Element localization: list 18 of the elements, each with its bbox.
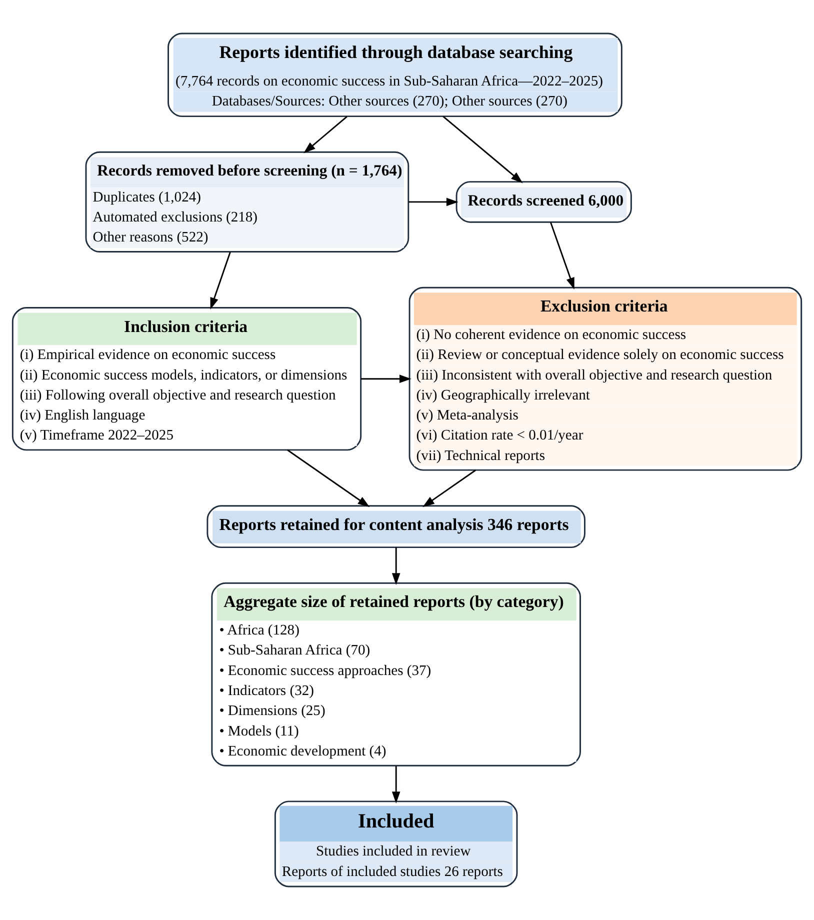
node-box: Records removed before screening (n = 1,764) Duplicates (1,024) Automated exclusions (218) Other reasons (522) [85,151,410,252]
arrow [392,547,400,586]
arrow [287,449,370,508]
node-box: Reports identified through database searching (7,764 records on economic success in Sub-Saharan Africa—2022–2025) Databases/Sources: Other sources (270); Other sources (270) [168,32,622,118]
node-box: Exclusion criteria (i) No coherent evidence on economic success (ii) Review or conceptual evidence solely on economic success (iii) Inconsistent with overall objective and research question (iv) Geographically irrelevant (v) Meta-analysis (vi) Citation rate < 0.01/year (vii) Technical reports [408,286,802,471]
node-box: Records screened 6,000 [456,181,632,223]
arrow [360,374,412,383]
node-box: Reports retained for content analysis 346 reports [206,505,586,548]
arrow [304,116,348,154]
arrow [210,252,231,310]
arrow [408,198,458,206]
node-box: Included Studies included in review Reports of included studies 26 reports [274,800,518,888]
arrow [442,116,523,184]
arrow [392,766,400,804]
node-box: Inclusion criteria (i) Empirical evidence on economic success (ii) Economic success models, indicators, or dimensions (iii) Following overall objective and research question (iv) English language (v) Timeframe 2022–2025 [12,307,362,451]
arrow [422,470,476,508]
arrow [550,222,574,290]
node-box: Aggregate size of retained reports (by category) • Africa (128) • Sub-Saharan Africa (70) • Economic success approaches (37) • Indicators (32) • Dimensions (25) • Models (11) • Economic development (4) [211,582,581,766]
